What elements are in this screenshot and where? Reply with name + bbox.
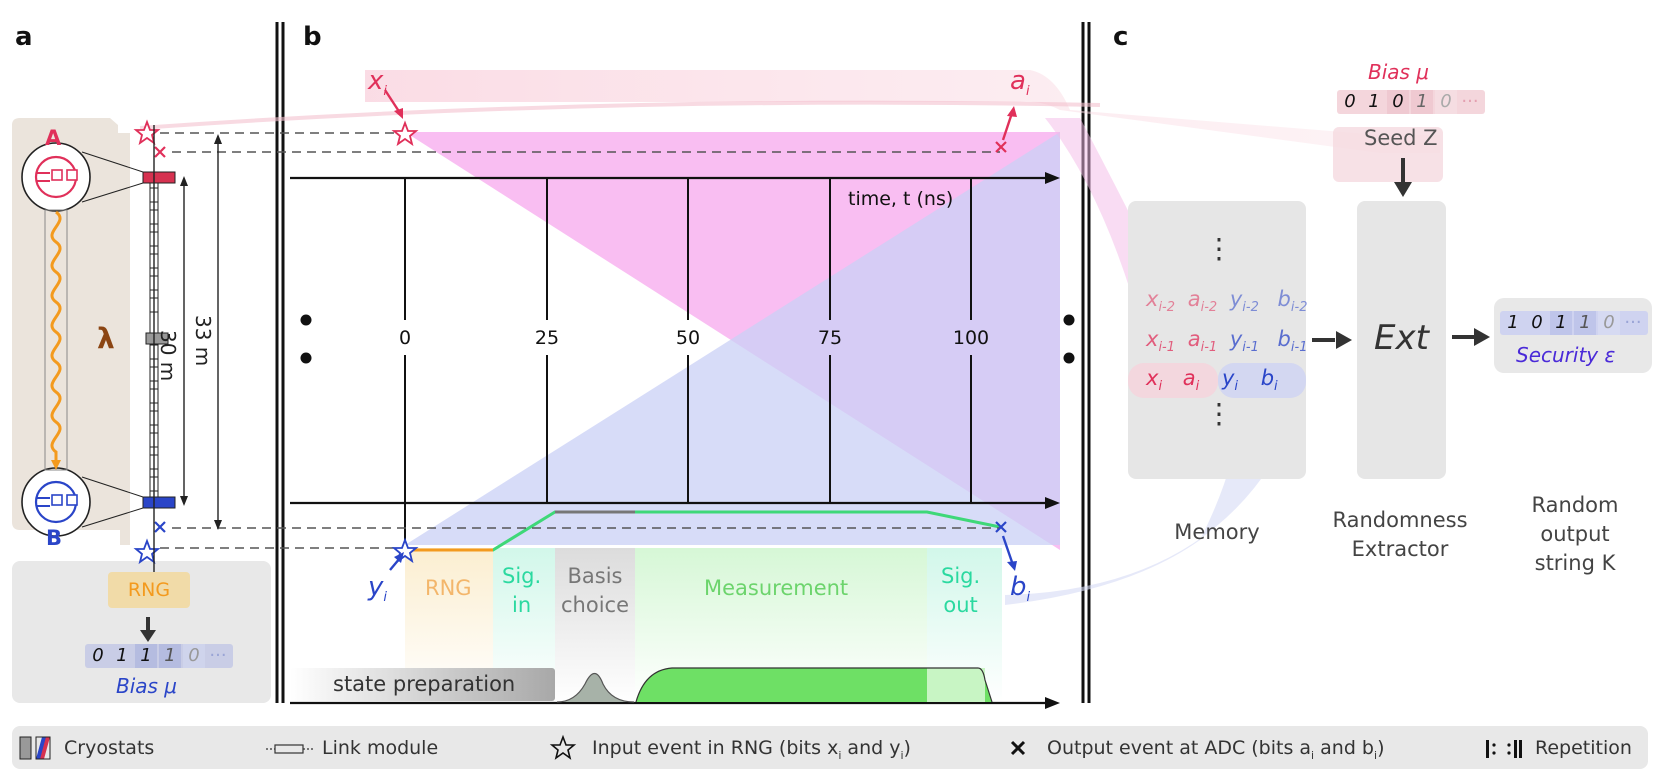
cryostat-mid-bar [145, 332, 169, 345]
bit-4: 0 [1598, 311, 1620, 335]
tick-25: 25 [534, 327, 560, 349]
tick-50: 50 [675, 327, 701, 349]
bias-label-a: Bias μ [116, 674, 178, 698]
state-preparation-label: state preparation [333, 672, 516, 696]
panel-label-a: a [15, 22, 33, 52]
star-marker-b [133, 538, 161, 565]
memory-row-i: xi ai yi bi [1146, 366, 1278, 395]
panel-label-c: c [1113, 22, 1129, 52]
lambda-label: λ [97, 322, 115, 355]
bit-1: 1 [1368, 91, 1380, 112]
phase-sig-out: Sig.out [941, 564, 981, 617]
x-i-label: xi [368, 66, 388, 100]
bit-2: 0 [1387, 90, 1409, 114]
legend-repetition: Repetition [1535, 737, 1632, 759]
star-marker-x [391, 120, 419, 147]
bit-3: 1 [1574, 311, 1596, 335]
node-b-label: B [46, 526, 63, 550]
panel-label-b: b [303, 22, 322, 52]
bit-0: 0 [92, 645, 104, 666]
memory-row-i-2: xi-2 ai-2 yi-2 bi-2 [1146, 287, 1308, 316]
a-i-label: ai [1010, 66, 1030, 100]
rng-box-a: RNG [108, 572, 190, 608]
bit-2: 1 [1550, 311, 1572, 335]
ext-box [1357, 201, 1446, 479]
bit-ellipsis: ··· [209, 645, 227, 666]
bit-3: 1 [159, 644, 181, 668]
star-marker-a [133, 119, 161, 146]
b-i-label: bi [1010, 572, 1031, 606]
bias-label-c: Bias μ [1368, 60, 1430, 84]
tick-100: 100 [952, 327, 990, 349]
tick-0: 0 [398, 327, 412, 349]
bit-0: 0 [1344, 91, 1356, 112]
bit-0: 1 [1507, 312, 1519, 333]
legend-cryostats: Cryostats [64, 737, 155, 759]
cryostat-b-bar [142, 496, 176, 509]
phase-sig-in: Sig.in [502, 564, 542, 617]
bit-3: 1 [1411, 90, 1433, 114]
memory-dots-top: ⋮ [1205, 232, 1233, 265]
phase-rng: RNG [425, 576, 472, 600]
y-i-label: yi [368, 572, 388, 606]
memory-dots-bottom: ⋮ [1205, 397, 1233, 430]
bit-1: 0 [1531, 312, 1543, 333]
pink-band-top [365, 70, 1440, 153]
tick-75: 75 [817, 327, 843, 349]
distance-30m: 30 m [156, 330, 180, 382]
photon-wave [50, 210, 62, 462]
panel-a-background [12, 118, 130, 545]
bit-ellipsis: ··· [1461, 91, 1479, 112]
cone-b [405, 132, 1060, 545]
ext-label: Ext [1374, 318, 1429, 358]
security-label: Security ε [1516, 343, 1616, 367]
memory-row-i-1: xi-1 ai-1 yi-1 bi-1 [1146, 327, 1308, 356]
bit-1: 1 [116, 645, 128, 666]
phase-measurement: Measurement [704, 576, 849, 600]
legend-link-module: Link module [322, 737, 439, 759]
memory-box [1128, 201, 1306, 479]
bit-4: 0 [183, 644, 205, 668]
node-a-label: A [45, 126, 62, 150]
state-prep-bar [290, 668, 555, 701]
time-axis-label: time, t (ns) [848, 188, 954, 210]
seed-z-label: Seed Z [1364, 126, 1438, 150]
legend-input-event: Input event in RNG (bits xi and yi) [592, 737, 911, 762]
distance-33m: 33 m [191, 315, 215, 367]
bit-2: 1 [135, 644, 157, 668]
memory-caption: Memory [1174, 520, 1260, 544]
legend-output-event: Output event at ADC (bits ai and bi) [1047, 737, 1385, 762]
cryostat-a-bar [142, 171, 176, 184]
bit-ellipsis: ··· [1624, 312, 1642, 333]
bit-4: 0 [1435, 90, 1457, 114]
